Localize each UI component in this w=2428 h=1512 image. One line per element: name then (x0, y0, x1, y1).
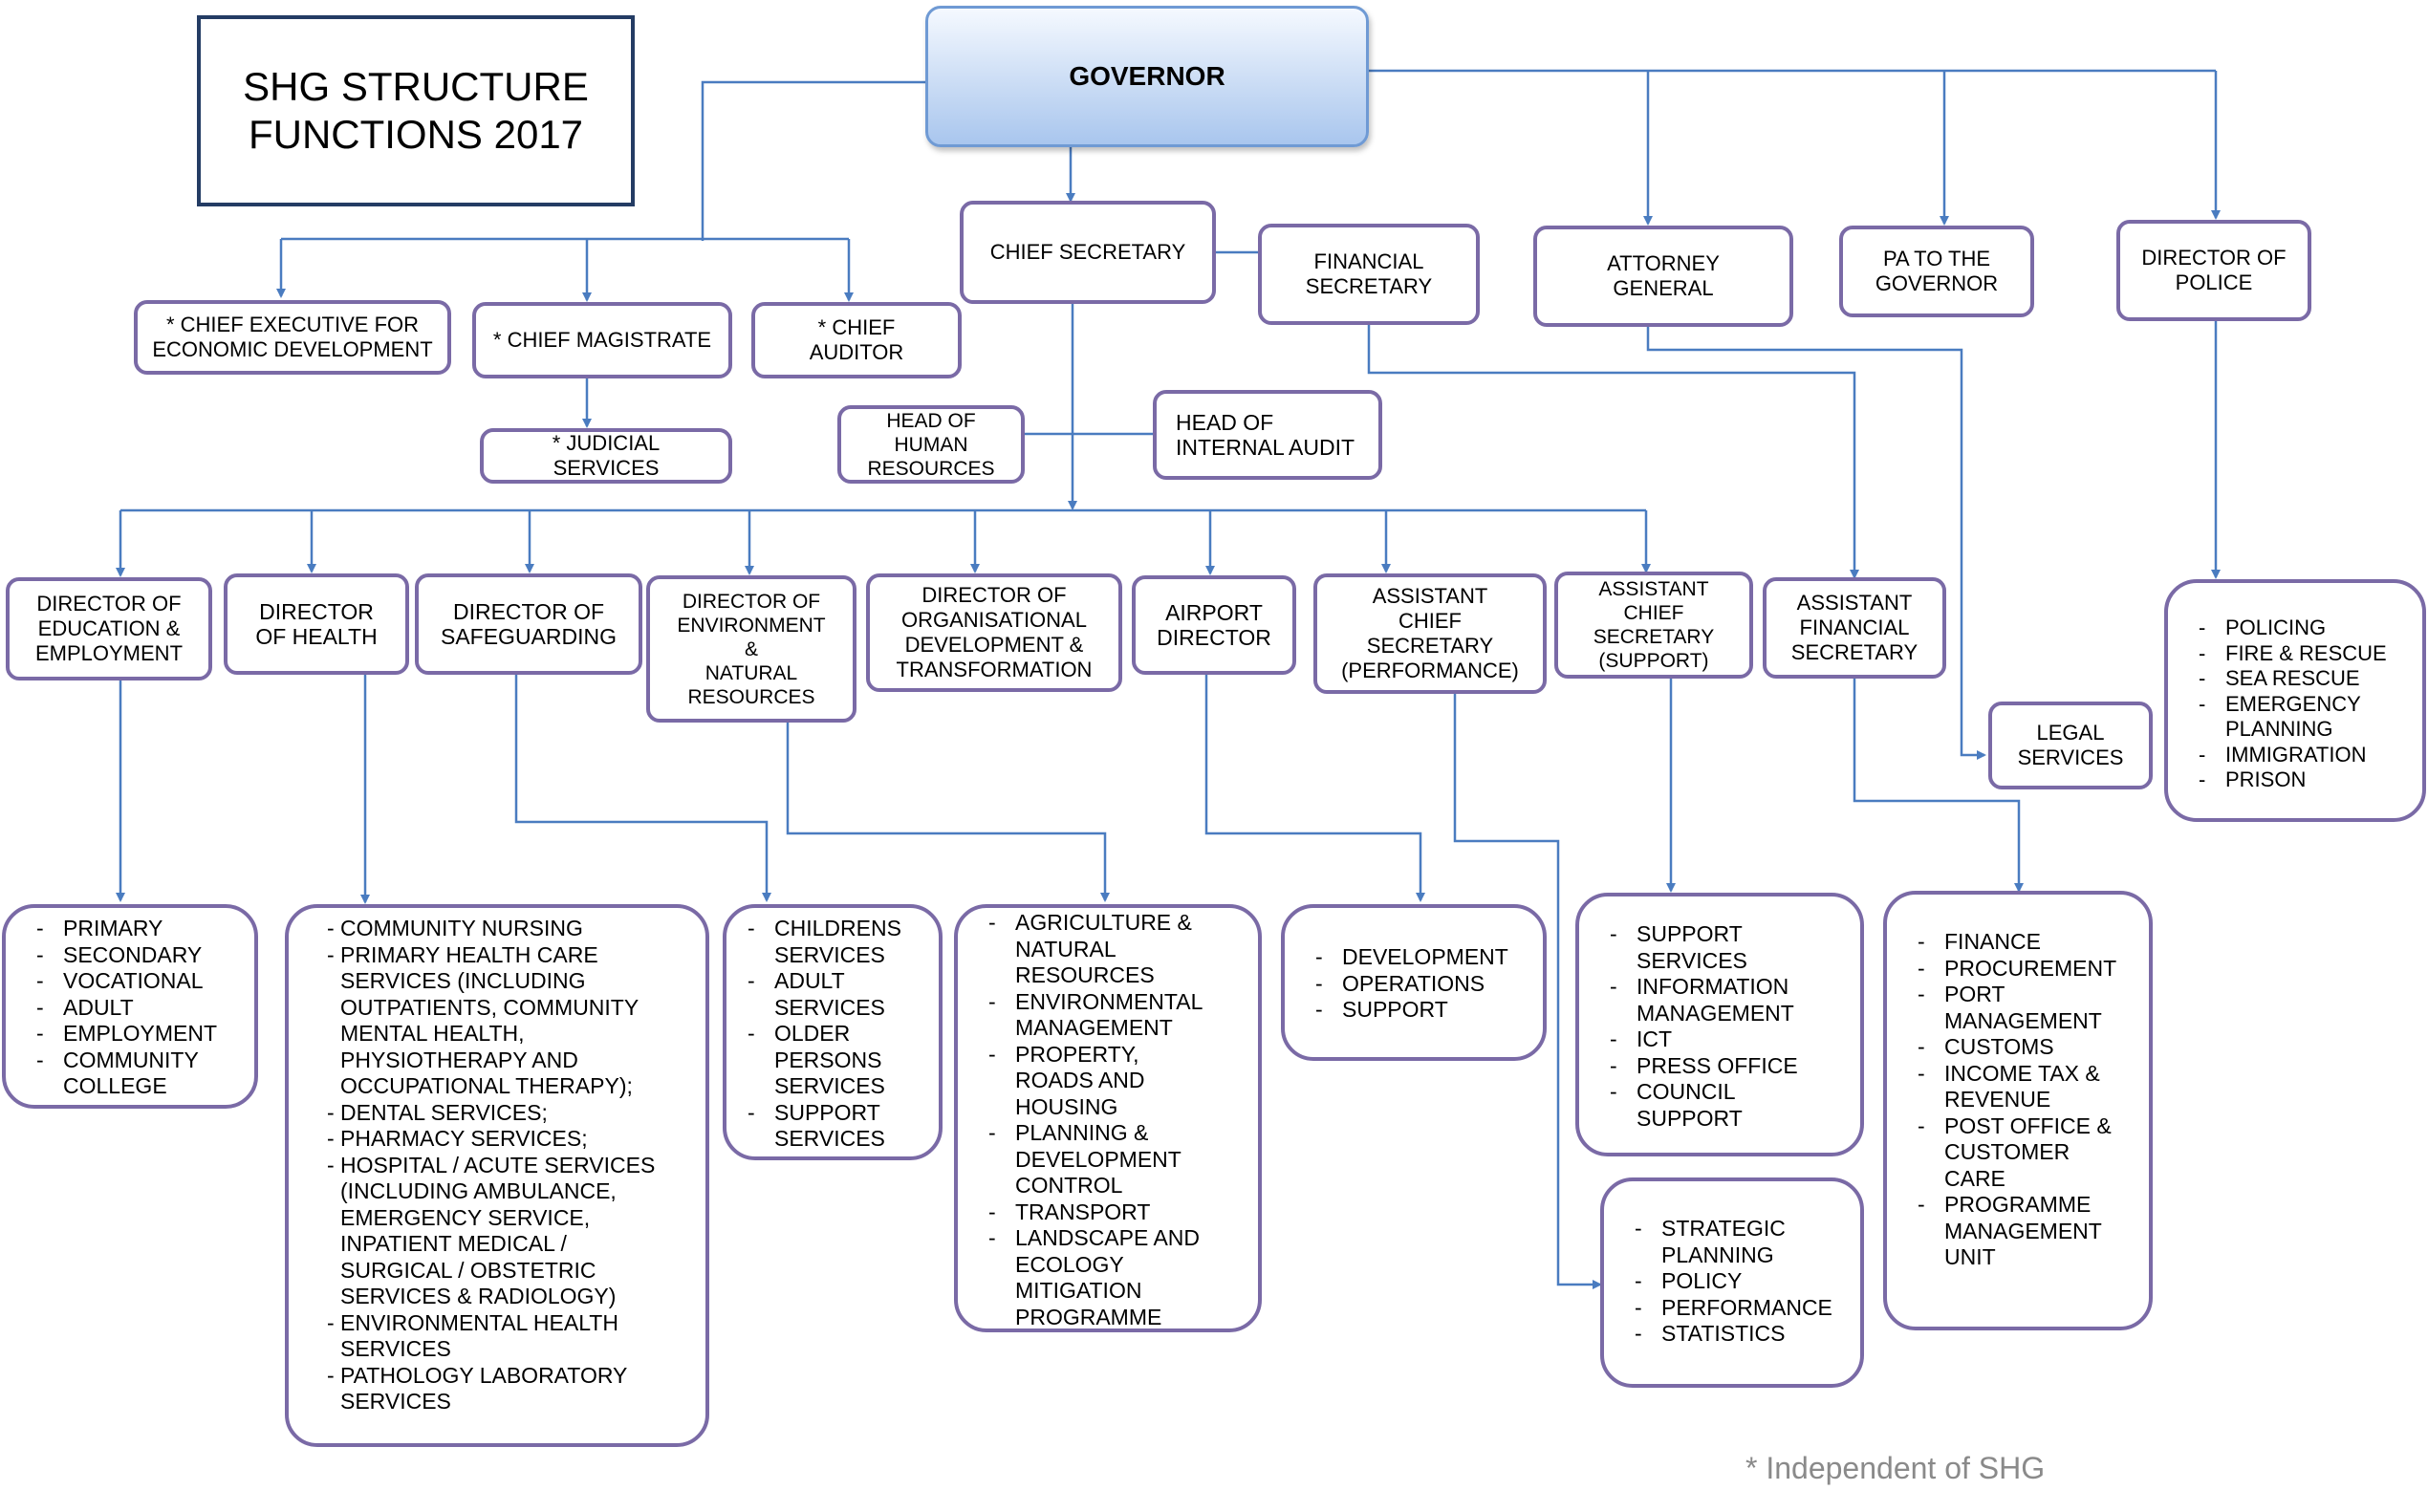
education-function-item: VOCATIONAL (19, 968, 241, 995)
education-function-item: PRIMARY (19, 916, 241, 942)
chief-secretary-box: CHIEF SECRETARY (960, 201, 1216, 304)
support-function-item: PRESS OFFICE (1593, 1053, 1847, 1080)
police-functions-box: POLICINGFIRE & RESCUESEA RESCUEEMERGENCY… (2164, 579, 2426, 822)
environment-function-item: PLANNING & DEVELOPMENT CONTROL (971, 1120, 1245, 1199)
safeguarding-function-item: OLDER PERSONS SERVICES (730, 1021, 925, 1100)
education-functions-box: PRIMARYSECONDARYVOCATIONALADULTEMPLOYMEN… (2, 904, 258, 1109)
education-function-item: SECONDARY (19, 942, 241, 969)
police-function-item: POLICING (2181, 616, 2409, 641)
police-function-item: PRISON (2181, 767, 2409, 793)
finance-function-item: PORT MANAGEMENT (1900, 982, 2135, 1034)
health-functions-list: COMMUNITY NURSINGPRIMARY HEALTH CARE SER… (327, 916, 692, 1415)
director-of-police-box: DIRECTOR OF POLICE (2116, 220, 2311, 321)
education-function-item: COMMUNITY COLLEGE (19, 1048, 241, 1100)
environment-function-item: TRANSPORT (971, 1199, 1245, 1226)
airport-director-box: AIRPORT DIRECTOR (1132, 575, 1296, 675)
finance-functions-box: FINANCEPROCUREMENTPORT MANAGEMENTCUSTOMS… (1883, 891, 2153, 1330)
pa-to-governor-box: PA TO THE GOVERNOR (1839, 226, 2034, 317)
acs-performance-box: ASSISTANT CHIEF SECRETARY (PERFORMANCE) (1313, 573, 1547, 694)
environment-functions-list: AGRICULTURE & NATURAL RESOURCESENVIRONME… (971, 910, 1245, 1330)
airport-functions-list: DEVELOPMENTOPERATIONSSUPPORT (1298, 944, 1529, 1024)
airport-function-item: SUPPORT (1298, 997, 1529, 1024)
health-function-item: ENVIRONMENTAL HEALTH SERVICES (327, 1310, 692, 1363)
chief-magistrate-box: * CHIEF MAGISTRATE (472, 302, 732, 378)
head-of-hr-box: HEAD OF HUMAN RESOURCES (837, 405, 1025, 484)
environment-functions-box: AGRICULTURE & NATURAL RESOURCESENVIRONME… (954, 904, 1262, 1332)
education-function-item: EMPLOYMENT (19, 1021, 241, 1048)
environment-function-item: ENVIRONMENTAL MANAGEMENT (971, 989, 1245, 1042)
support-functions-box: SUPPORT SERVICESINFORMATION MANAGEMENTIC… (1575, 893, 1864, 1156)
performance-function-item: PERFORMANCE (1617, 1295, 1847, 1322)
safeguarding-functions-list: CHILDRENS SERVICESADULT SERVICESOLDER PE… (730, 916, 925, 1153)
airport-function-item: DEVELOPMENT (1298, 944, 1529, 971)
education-functions-list: PRIMARYSECONDARYVOCATIONALADULTEMPLOYMEN… (19, 916, 241, 1100)
financial-secretary-box: FINANCIAL SECRETARY (1258, 224, 1480, 325)
support-function-item: SUPPORT SERVICES (1593, 921, 1847, 974)
environment-function-item: LANDSCAPE AND ECOLOGY MITIGATION PROGRAM… (971, 1225, 1245, 1330)
education-function-item: ADULT (19, 995, 241, 1022)
attorney-general-box: ATTORNEY GENERAL (1533, 226, 1793, 327)
airport-function-item: OPERATIONS (1298, 971, 1529, 998)
finance-function-item: CUSTOMS (1900, 1034, 2135, 1061)
support-functions-list: SUPPORT SERVICESINFORMATION MANAGEMENTIC… (1593, 921, 1847, 1132)
director-education-box: DIRECTOR OF EDUCATION & EMPLOYMENT (6, 577, 212, 680)
performance-functions-box: STRATEGIC PLANNINGPOLICYPERFORMANCESTATI… (1600, 1177, 1864, 1388)
chart-title: SHG STRUCTURE FUNCTIONS 2017 (197, 15, 635, 206)
director-safeguarding-box: DIRECTOR OF SAFEGUARDING (415, 573, 642, 675)
governor-box: GOVERNOR (925, 6, 1369, 147)
support-function-item: ICT (1593, 1026, 1847, 1053)
health-function-item: PATHOLOGY LABORATORY SERVICES (327, 1363, 692, 1415)
safeguarding-function-item: SUPPORT SERVICES (730, 1100, 925, 1153)
footnote: * Independent of SHG (1745, 1451, 2046, 1485)
airport-functions-box: DEVELOPMENTOPERATIONSSUPPORT (1281, 904, 1547, 1061)
support-function-item: COUNCIL SUPPORT (1593, 1079, 1847, 1132)
legal-services-box: LEGAL SERVICES (1988, 702, 2153, 789)
health-function-item: COMMUNITY NURSING (327, 916, 692, 942)
director-organisational-box: DIRECTOR OF ORGANISATIONAL DEVELOPMENT &… (866, 573, 1122, 692)
chief-executive-box: * CHIEF EXECUTIVE FOR ECONOMIC DEVELOPME… (134, 300, 451, 375)
environment-function-item: PROPERTY, ROADS AND HOUSING (971, 1042, 1245, 1121)
director-environment-box: DIRECTOR OF ENVIRONMENT & NATURAL RESOUR… (646, 575, 856, 723)
finance-function-item: POST OFFICE & CUSTOMER CARE (1900, 1113, 2135, 1193)
health-function-item: DENTAL SERVICES; (327, 1100, 692, 1127)
police-function-item: SEA RESCUE (2181, 666, 2409, 692)
acs-support-box: ASSISTANT CHIEF SECRETARY (SUPPORT) (1554, 572, 1753, 679)
finance-function-item: INCOME TAX & REVENUE (1900, 1061, 2135, 1113)
safeguarding-function-item: CHILDRENS SERVICES (730, 916, 925, 968)
health-function-item: PRIMARY HEALTH CARE SERVICES (INCLUDING … (327, 942, 692, 1100)
performance-function-item: STRATEGIC PLANNING (1617, 1216, 1847, 1268)
safeguarding-functions-box: CHILDRENS SERVICESADULT SERVICESOLDER PE… (723, 904, 943, 1160)
health-function-item: PHARMACY SERVICES; (327, 1126, 692, 1153)
police-function-item: EMERGENCY PLANNING (2181, 692, 2409, 743)
health-function-item: HOSPITAL / ACUTE SERVICES (INCLUDING AMB… (327, 1153, 692, 1310)
performance-function-item: POLICY (1617, 1268, 1847, 1295)
finance-function-item: PROGRAMME MANAGEMENT UNIT (1900, 1192, 2135, 1271)
chief-auditor-box: * CHIEF AUDITOR (751, 302, 962, 378)
police-functions-list: POLICINGFIRE & RESCUESEA RESCUEEMERGENCY… (2181, 616, 2409, 793)
support-function-item: INFORMATION MANAGEMENT (1593, 974, 1847, 1026)
environment-function-item: AGRICULTURE & NATURAL RESOURCES (971, 910, 1245, 989)
head-of-internal-audit-box: HEAD OF INTERNAL AUDIT (1153, 390, 1382, 480)
police-function-item: IMMIGRATION (2181, 743, 2409, 768)
police-function-item: FIRE & RESCUE (2181, 641, 2409, 667)
judicial-services-box: * JUDICIAL SERVICES (480, 428, 732, 484)
safeguarding-function-item: ADULT SERVICES (730, 968, 925, 1021)
finance-function-item: PROCUREMENT (1900, 956, 2135, 983)
health-functions-box: COMMUNITY NURSINGPRIMARY HEALTH CARE SER… (285, 904, 709, 1447)
assistant-financial-secretary-box: ASSISTANT FINANCIAL SECRETARY (1763, 577, 1946, 679)
director-health-box: DIRECTOR OF HEALTH (224, 573, 409, 675)
finance-functions-list: FINANCEPROCUREMENTPORT MANAGEMENTCUSTOMS… (1900, 929, 2135, 1271)
performance-functions-list: STRATEGIC PLANNINGPOLICYPERFORMANCESTATI… (1617, 1216, 1847, 1348)
finance-function-item: FINANCE (1900, 929, 2135, 956)
performance-function-item: STATISTICS (1617, 1321, 1847, 1348)
